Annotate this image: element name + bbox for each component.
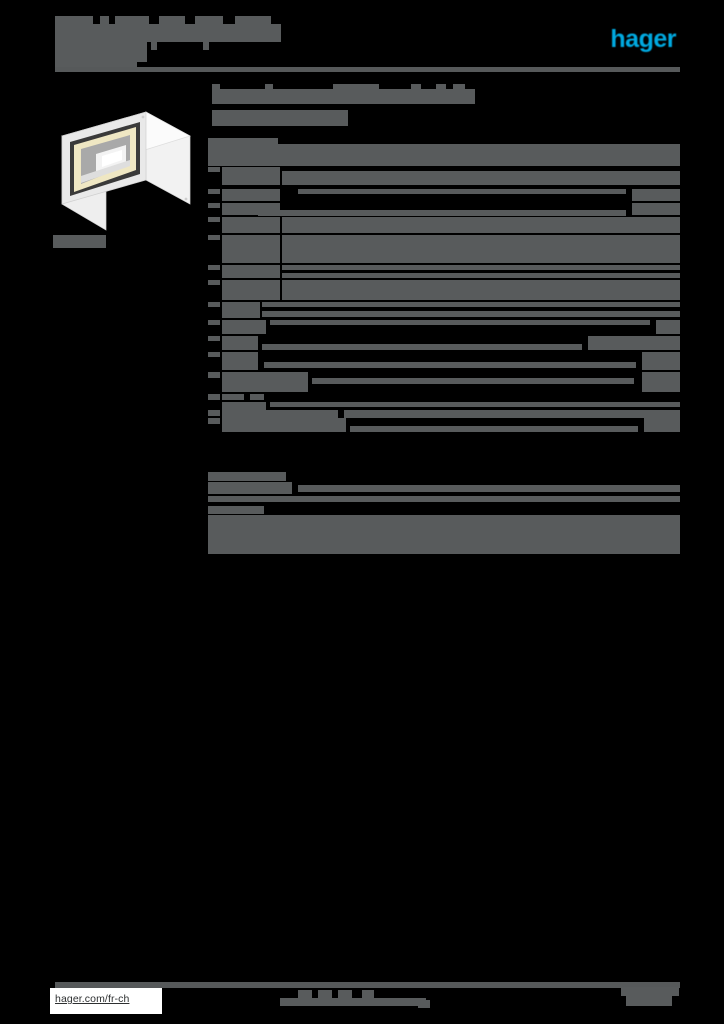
footer-url-box	[50, 988, 162, 1014]
table-row	[208, 235, 684, 265]
product-image	[50, 84, 200, 248]
table-row	[208, 418, 684, 434]
header-divider	[55, 67, 680, 72]
hager-logo: hager	[610, 25, 676, 53]
main-content	[208, 84, 684, 558]
second-section-title	[208, 472, 684, 506]
table-row	[208, 336, 684, 352]
table-row	[208, 352, 684, 372]
table-row	[208, 189, 684, 203]
table-row	[208, 217, 684, 235]
table-row	[208, 280, 684, 302]
table-row	[208, 320, 684, 336]
footer-divider	[55, 982, 680, 988]
enclosure-svg	[61, 111, 191, 231]
section-subtitle	[208, 110, 684, 138]
table-row	[208, 265, 684, 280]
enclosure-illustration	[50, 84, 200, 234]
page-header: hager	[0, 0, 724, 76]
footer-url-link[interactable]: hager.com/fr-ch	[55, 993, 130, 1005]
table-row	[208, 302, 684, 320]
table-row	[208, 394, 684, 418]
figure-caption	[53, 235, 106, 248]
table-row	[208, 203, 684, 217]
section-title	[208, 84, 684, 110]
table-row	[208, 372, 684, 394]
note-block	[208, 506, 684, 558]
section-spacer	[208, 434, 684, 472]
page-footer: hager.com/fr-ch	[0, 960, 724, 1024]
specifications-table	[208, 138, 684, 434]
table-row	[208, 138, 684, 167]
table-row	[208, 167, 684, 189]
